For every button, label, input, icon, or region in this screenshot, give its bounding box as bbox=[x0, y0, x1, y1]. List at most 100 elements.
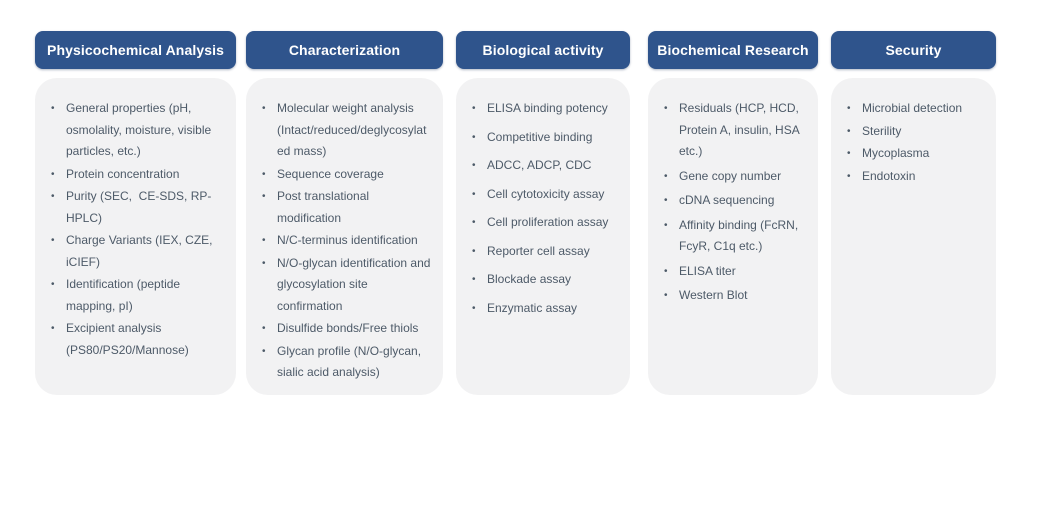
list-item-text: Purity (SEC, CE-SDS, RP-HPLC) bbox=[66, 189, 212, 225]
list-item-text: Disulfide bonds/Free thiols bbox=[277, 321, 419, 335]
column-header-characterization: Characterization bbox=[246, 31, 443, 69]
list-item: • Sequence coverage bbox=[262, 164, 433, 186]
list-item: • Glycan profile (N/O-glycan, sialic acid… bbox=[262, 341, 433, 384]
list-item: • Gene copy number bbox=[664, 166, 808, 188]
bullet-icon: • bbox=[472, 103, 476, 114]
bullet-icon: • bbox=[472, 217, 476, 228]
list-item-text: Excipient analysis (PS80/PS20/Mannose) bbox=[66, 321, 189, 357]
bullet-icon: • bbox=[847, 170, 851, 182]
list-item-text: Blockade assay bbox=[487, 272, 572, 286]
list-item: • Excipient analysis (PS80/PS20/Mannose) bbox=[51, 318, 226, 361]
bullet-icon: • bbox=[664, 103, 668, 114]
list-item-text: Cell proliferation assay bbox=[487, 215, 609, 229]
bullet-icon: • bbox=[51, 323, 55, 334]
list-item-text: Endotoxin bbox=[862, 168, 916, 183]
list-item: • Identification (peptide mapping, pI) bbox=[51, 274, 226, 317]
bullet-icon: • bbox=[664, 219, 668, 231]
list-item-text: Cell cytotoxicity assay bbox=[487, 186, 605, 201]
list-item-text: Reporter cell assay bbox=[487, 243, 590, 258]
list-item: • Microbial detection bbox=[847, 98, 986, 120]
list-item-text: Sequence coverage bbox=[277, 166, 384, 181]
list-item: • Residuals (HCP, HCD, Protein A, insulin… bbox=[664, 98, 808, 163]
bullet-icon: • bbox=[664, 290, 668, 301]
list-item-text: ELISA titer bbox=[679, 263, 736, 278]
list-item: •Protein concentration bbox=[51, 164, 226, 186]
item-list: • Molecular weight analysis (Intact/reduc… bbox=[262, 98, 433, 384]
column-card-security: •Microbial detection•Sterility•Mycoplasm… bbox=[831, 78, 996, 395]
bullet-icon: • bbox=[472, 245, 476, 257]
list-item: •ELISA titer bbox=[664, 261, 808, 283]
bullet-icon: • bbox=[472, 274, 476, 285]
list-item: • Mycoplasma bbox=[847, 143, 986, 165]
list-item: • Western Blot bbox=[664, 285, 808, 307]
list-item-text: ELISA binding potency bbox=[487, 101, 608, 115]
list-item-text: Charge Variants (IEX, CZE, iCIEF) bbox=[66, 233, 216, 269]
bullet-icon: • bbox=[51, 103, 55, 114]
bullet-icon: • bbox=[262, 191, 266, 202]
list-item-text: Post translational modification bbox=[277, 189, 373, 225]
bullet-icon: • bbox=[51, 168, 55, 180]
bullet-icon: • bbox=[51, 191, 55, 202]
bullet-icon: • bbox=[664, 170, 668, 182]
bullet-icon: • bbox=[664, 195, 668, 206]
list-item-text: Microbial detection bbox=[862, 101, 963, 115]
bullet-icon: • bbox=[51, 235, 55, 246]
list-item: •ADCC, ADCP, CDC bbox=[472, 155, 620, 177]
list-item: • Affinity binding (FcRN, FcyR, C1q etc.) bbox=[664, 215, 808, 258]
list-item-text: General properties (pH, osmolality, mois… bbox=[66, 101, 215, 158]
list-item-text: N/O-glycan identification and glycosylat… bbox=[277, 255, 434, 313]
list-item: • ELISA binding potency bbox=[472, 98, 620, 120]
bullet-icon: • bbox=[262, 168, 266, 180]
list-item: • Reporter cell assay bbox=[472, 241, 620, 263]
list-item: • Purity (SEC, CE-SDS, RP-HPLC) bbox=[51, 186, 226, 229]
column-security: Security•Microbial detection•Sterility•M… bbox=[831, 31, 996, 395]
list-item-text: Glycan profile (N/O-glycan, sialic acid … bbox=[277, 343, 425, 380]
column-physicochemical-analysis: Physicochemical Analysis • General propert… bbox=[35, 31, 236, 395]
bullet-icon: • bbox=[847, 103, 851, 114]
column-characterization: Characterization • Molecular weight analys… bbox=[246, 31, 443, 395]
column-biochemical-research: Biochemical Research•Residuals (HCP, HCD… bbox=[648, 31, 818, 395]
column-header-physicochemical-analysis: Physicochemical Analysis bbox=[35, 31, 236, 69]
column-card-characterization: • Molecular weight analysis (Intact/reduc… bbox=[246, 78, 443, 395]
list-item: • Enzymatic assay bbox=[472, 298, 620, 320]
item-list: •Microbial detection•Sterility•Mycoplasm… bbox=[847, 98, 986, 187]
list-item-text: Affinity binding (FcRN, FcyR, C1q etc.) bbox=[679, 217, 802, 254]
bullet-icon: • bbox=[847, 148, 851, 159]
bullet-icon: • bbox=[51, 279, 55, 290]
list-item: •N/C-terminus identification bbox=[262, 230, 433, 252]
column-card-physicochemical-analysis: • General properties (pH, osmolality, moi… bbox=[35, 78, 236, 395]
list-item-text: Western Blot bbox=[679, 288, 748, 302]
list-item: • Blockade assay bbox=[472, 269, 620, 291]
column-biological-activity: Biological activity • ELISA binding potenc… bbox=[456, 31, 630, 395]
list-item-text: Molecular weight analysis (Intact/reduce… bbox=[277, 101, 427, 158]
list-item-text: Mycoplasma bbox=[862, 146, 930, 160]
list-item: •Molecular weight analysis (Intact/reduc… bbox=[262, 98, 433, 163]
list-item: • Endotoxin bbox=[847, 166, 986, 188]
column-header-biological-activity: Biological activity bbox=[456, 31, 630, 69]
list-item: •Competitive binding bbox=[472, 127, 620, 149]
list-item-text: Gene copy number bbox=[679, 168, 782, 183]
bullet-icon: • bbox=[472, 302, 476, 314]
list-item-text: Residuals (HCP, HCD, Protein A, insulin,… bbox=[679, 101, 803, 158]
list-item: • N/O-glycan identification and glycosyla… bbox=[262, 253, 433, 318]
list-item-text: Identification (peptide mapping, pI) bbox=[66, 277, 184, 313]
list-item: •cDNA sequencing bbox=[664, 190, 808, 212]
bullet-icon: • bbox=[262, 345, 266, 357]
list-item-text: Competitive binding bbox=[487, 129, 593, 144]
list-item-text: Enzymatic assay bbox=[487, 300, 578, 315]
list-item: • Cell cytotoxicity assay bbox=[472, 184, 620, 206]
item-list: • Residuals (HCP, HCD, Protein A, insulin… bbox=[664, 98, 808, 307]
bullet-icon: • bbox=[262, 323, 266, 334]
column-card-biochemical-research: • Residuals (HCP, HCD, Protein A, insulin… bbox=[648, 78, 818, 395]
bullet-icon: • bbox=[472, 160, 476, 171]
column-header-security: Security bbox=[831, 31, 996, 69]
list-item-text: Sterility bbox=[862, 123, 902, 138]
bullet-icon: • bbox=[262, 235, 266, 246]
list-item: •Sterility bbox=[847, 121, 986, 143]
bullet-icon: • bbox=[472, 188, 476, 200]
bullet-icon: • bbox=[262, 257, 266, 269]
list-item: • Post translational modification bbox=[262, 186, 433, 229]
item-list: •ELISA binding potency•Competitive bindi… bbox=[472, 98, 620, 319]
item-list: • General properties (pH, osmolality, moi… bbox=[51, 98, 226, 361]
